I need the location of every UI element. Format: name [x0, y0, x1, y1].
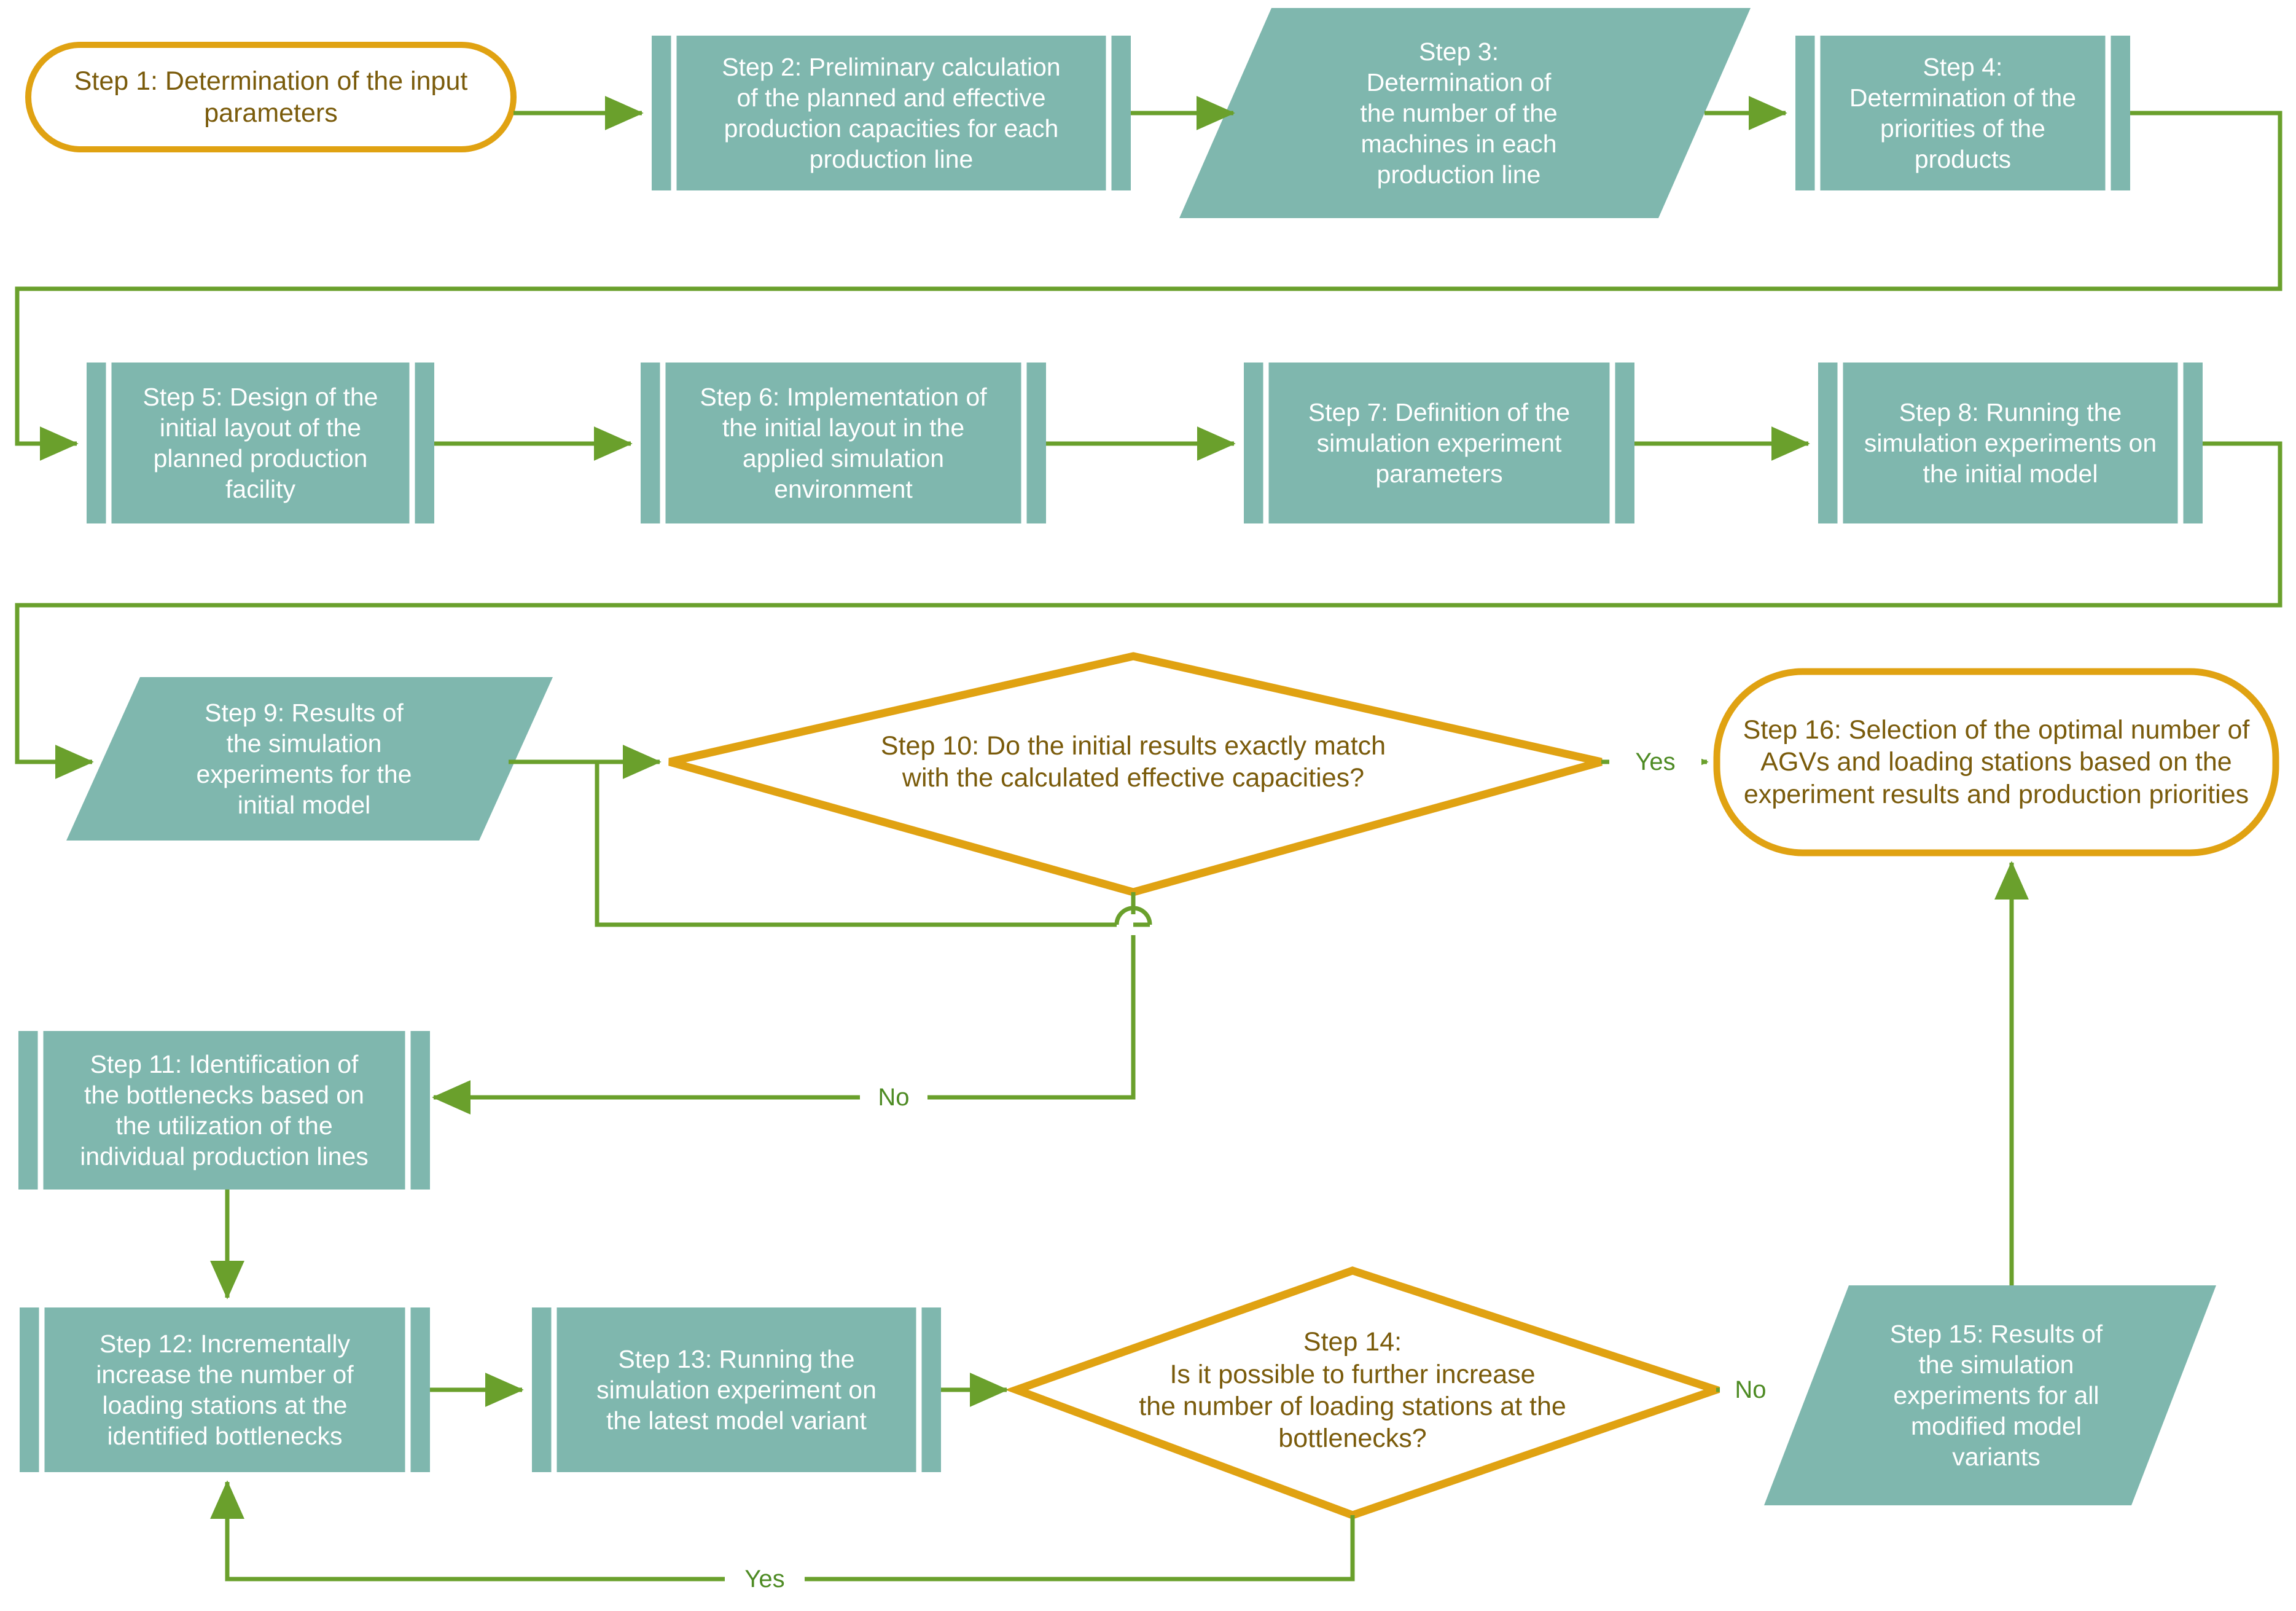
edge-label-no-step10: No	[860, 1078, 927, 1117]
node-step13-shape[interactable]	[532, 1307, 941, 1472]
node-step8-shape[interactable]	[1818, 363, 2203, 523]
node-step6-shape[interactable]	[641, 363, 1046, 523]
node-step11-shape[interactable]	[18, 1031, 430, 1190]
edge-label-yes-step14: Yes	[725, 1559, 805, 1599]
node-step14-shape[interactable]	[1004, 1266, 1729, 1519]
node-step15-shape[interactable]	[1764, 1285, 2216, 1505]
edge-line-hop	[1114, 906, 1152, 925]
node-step16-shape[interactable]	[1713, 668, 2279, 856]
edge-step10-step11-no	[434, 892, 1136, 1097]
edge-label-no-step14: No	[1720, 1370, 1781, 1409]
node-step5-shape[interactable]	[87, 363, 434, 523]
node-step3-shape[interactable]	[1179, 8, 1751, 218]
node-step2-shape[interactable]	[652, 36, 1131, 190]
edge-label-yes-step10: Yes	[1609, 742, 1701, 782]
edge-step4-step5	[15, 111, 2282, 461]
edge-step9-return	[553, 759, 1150, 927]
node-step12-shape[interactable]	[20, 1307, 430, 1472]
node-step7-shape[interactable]	[1244, 363, 1634, 523]
node-step4-shape[interactable]	[1795, 36, 2130, 190]
node-step9-shape[interactable]	[66, 677, 553, 841]
node-step1-shape[interactable]	[25, 42, 517, 152]
edge-step8-step9	[15, 441, 2282, 779]
node-step10-shape[interactable]	[668, 652, 1603, 896]
